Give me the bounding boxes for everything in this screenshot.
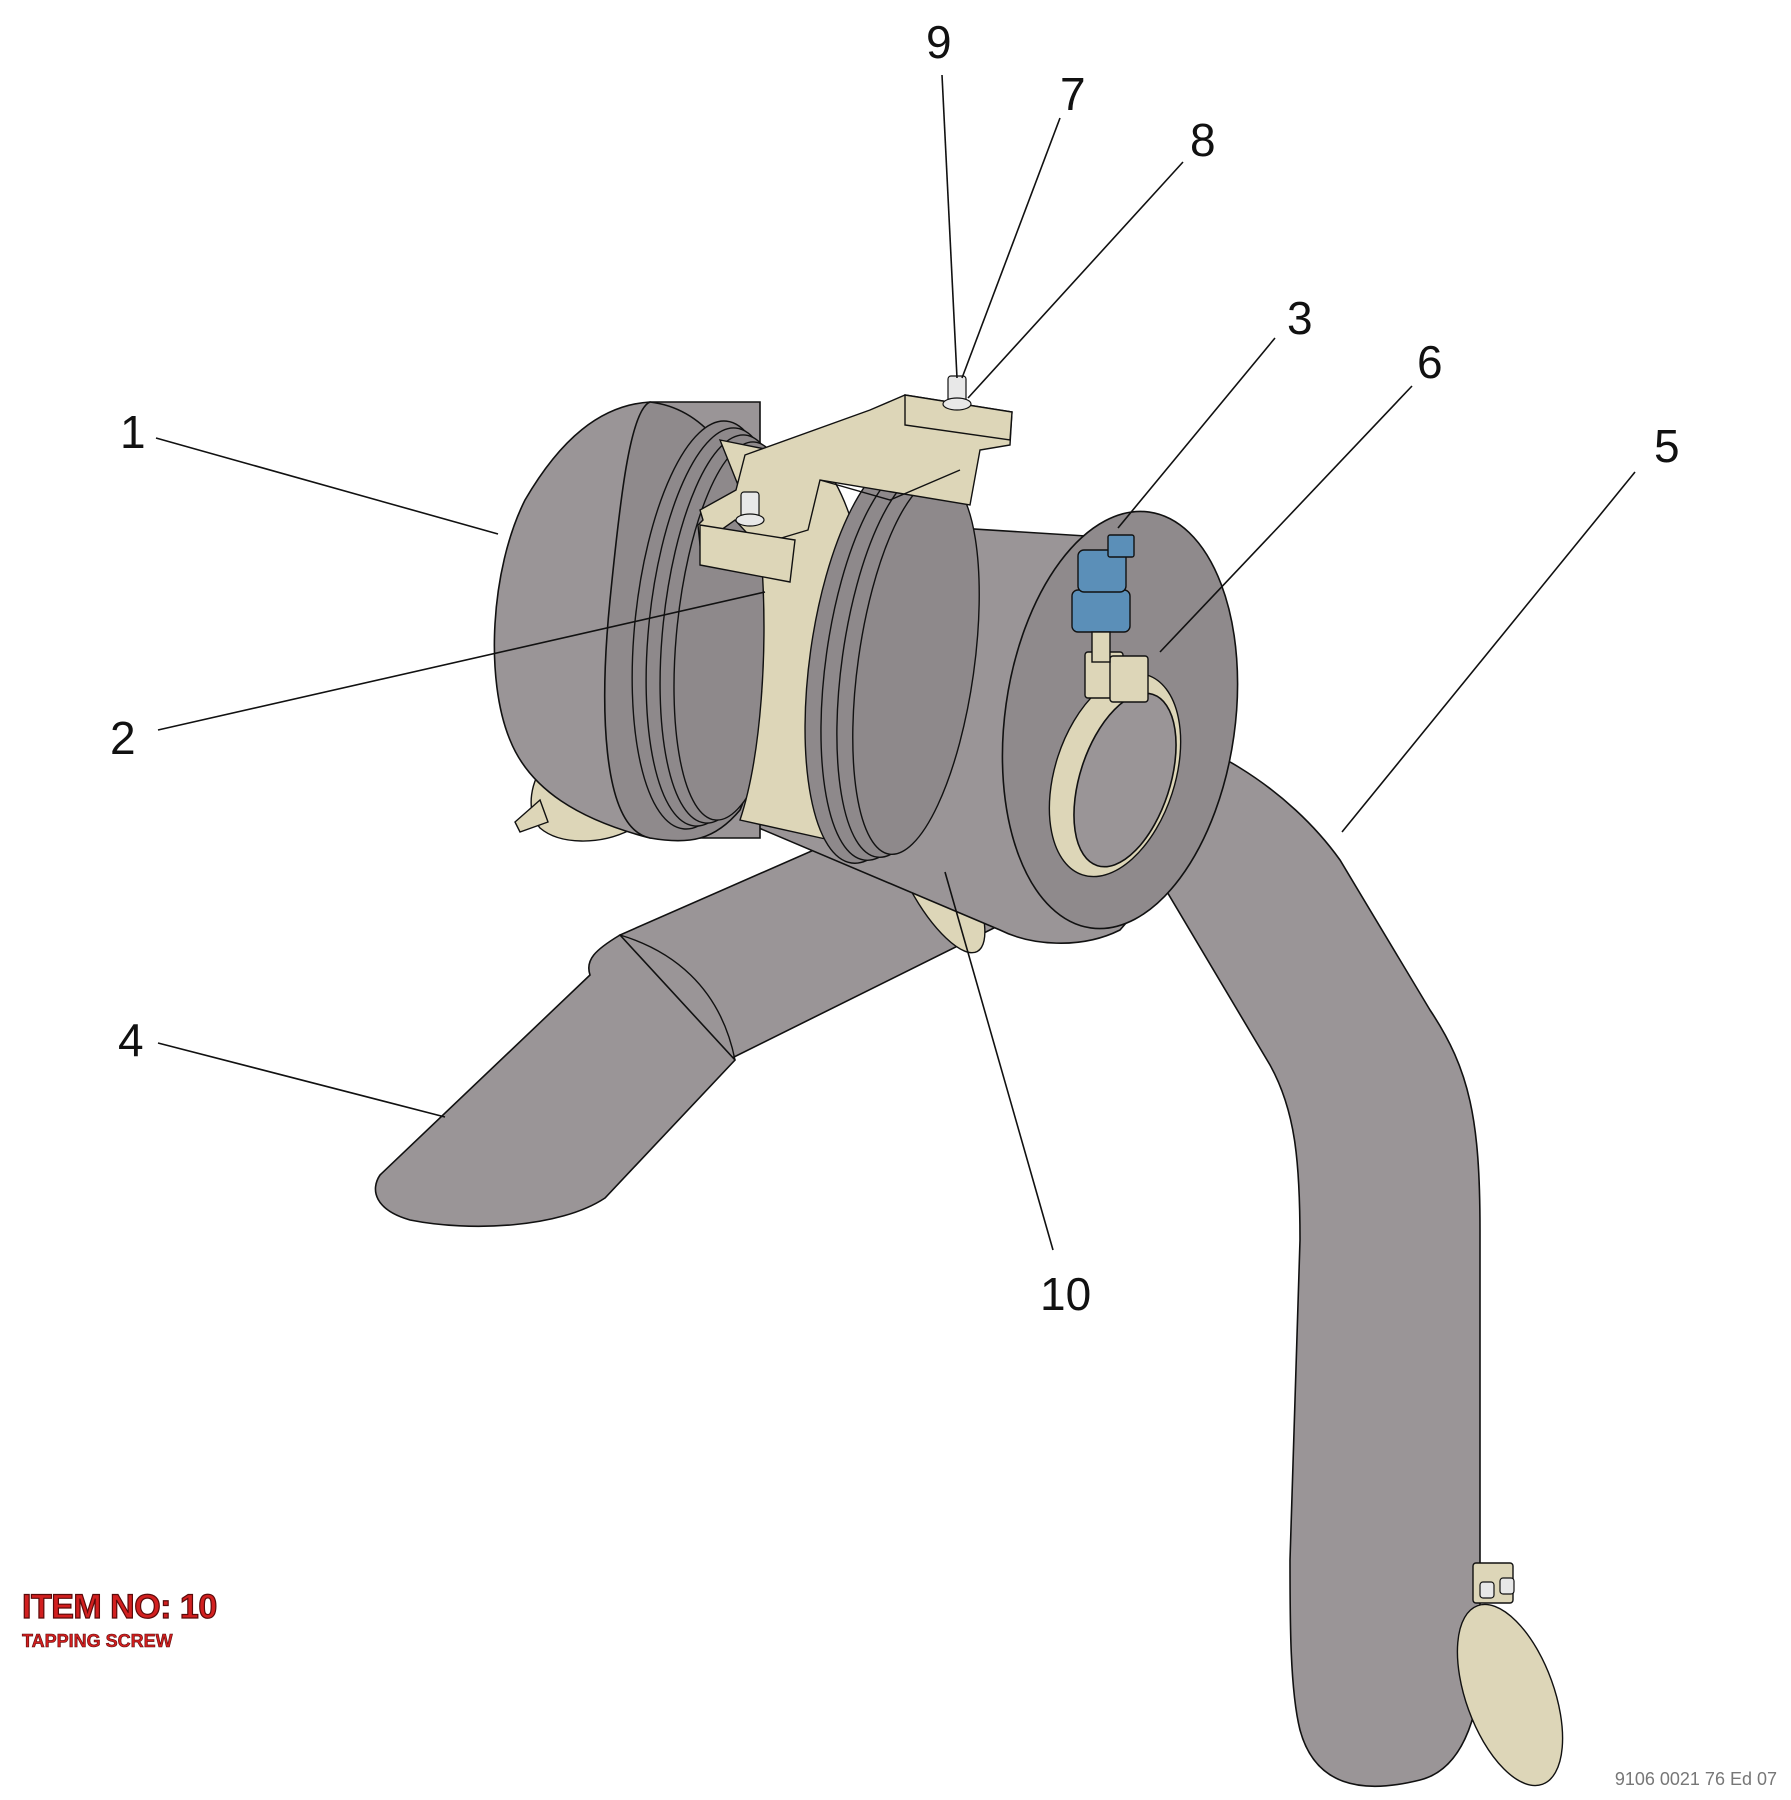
- callout-7: 7: [1060, 68, 1086, 120]
- leader-4: [157, 1042, 446, 1118]
- leader-2: [157, 591, 766, 731]
- ribbed-sleeve-right: [804, 456, 980, 864]
- leader-5: [1341, 471, 1636, 833]
- item-description-label: TAPPING SCREW: [22, 1631, 173, 1652]
- callout-1: 1: [120, 406, 146, 458]
- leader-6: [1159, 385, 1413, 653]
- leader-lines: [155, 74, 1636, 1251]
- callout-10: 10: [1040, 1268, 1091, 1320]
- service-indicator: [1071, 534, 1135, 663]
- callout-3: 3: [1287, 292, 1313, 344]
- leader-3: [1117, 337, 1276, 529]
- leader-9: [941, 74, 958, 379]
- bracket-bolt-rear: [942, 375, 972, 411]
- callout-numbers: 1 2 3 4 5 6 7 8 9 10: [110, 16, 1680, 1320]
- callout-2: 2: [110, 712, 136, 764]
- outlet-end-clamp: [1456, 1562, 1564, 1787]
- callout-8: 8: [1190, 114, 1216, 166]
- callout-5: 5: [1654, 420, 1680, 472]
- drawing-reference: 9106 0021 76 Ed 07: [1614, 1769, 1777, 1789]
- callout-4: 4: [118, 1014, 144, 1066]
- leader-7: [961, 117, 1061, 379]
- callout-6: 6: [1417, 336, 1443, 388]
- callout-9: 9: [926, 16, 952, 68]
- leader-8: [967, 161, 1184, 399]
- bracket-bolt-front: [735, 491, 765, 527]
- item-number-label: ITEM NO: 10: [21, 1587, 217, 1626]
- outlet-pipe-clamp: [1048, 651, 1182, 878]
- leader-1: [155, 437, 499, 535]
- leader-10: [944, 871, 1054, 1251]
- mounting-bracket: [697, 394, 1013, 583]
